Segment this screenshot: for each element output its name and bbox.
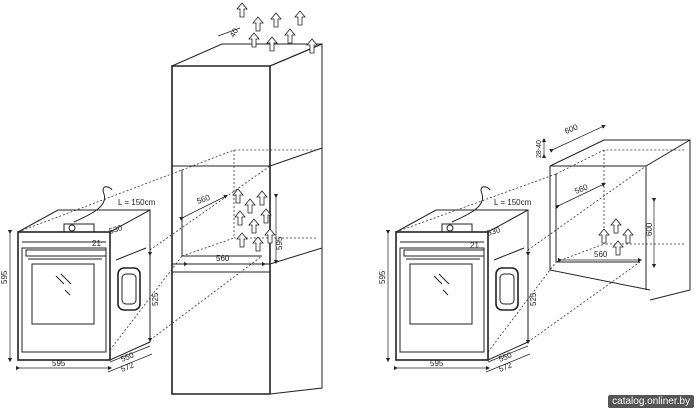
power-cable-right	[451, 186, 491, 223]
power-cable	[73, 186, 113, 223]
dim-niche-depth-right: 560	[573, 182, 589, 196]
dim-oven-width: 595	[52, 359, 66, 368]
cable-label: L = 150cm	[118, 198, 156, 207]
dim-handle-offset-right: 21	[470, 241, 479, 250]
oven-right	[395, 209, 529, 361]
projection-lines-right	[395, 165, 647, 353]
dim-niche-width: 560	[216, 254, 230, 263]
dim-oven-top-depth-right: 530	[486, 225, 502, 238]
dim-niche-height: 595	[275, 236, 284, 250]
vent-arrows-niche	[232, 188, 276, 252]
dim-niche-width-right: 560	[594, 250, 608, 259]
dim-oven-height: 595	[0, 270, 9, 284]
right-install: 28-40 600 560 560 600 L = 150cm 530 21 5…	[378, 122, 691, 374]
projection-lines	[17, 165, 271, 351]
dim-niche-height-right: 600	[645, 222, 654, 236]
cable-label-right: L = 150cm	[494, 198, 532, 207]
left-install: 40 560 560 595 L = 150cm 530 21 525 595 …	[0, 2, 323, 395]
vent-arrows-top	[236, 2, 318, 54]
dim-vent-gap-right: 28-40	[536, 140, 543, 158]
dim-oven-side-depth: 525	[151, 292, 160, 306]
dim-oven-top-depth: 530	[108, 223, 124, 236]
tall-cabinet	[171, 43, 323, 395]
dim-oven-side-depth-right: 525	[529, 292, 538, 306]
dim-niche-depth: 560	[196, 193, 212, 206]
dim-oven-width-right: 595	[430, 359, 444, 368]
dim-cabinet-depth: 600	[563, 122, 579, 136]
dim-handle-offset: 21	[92, 239, 101, 248]
dim-oven-height-right: 595	[378, 270, 387, 284]
watermark: catalog.onliner.by	[608, 395, 694, 408]
oven-left	[17, 209, 151, 361]
